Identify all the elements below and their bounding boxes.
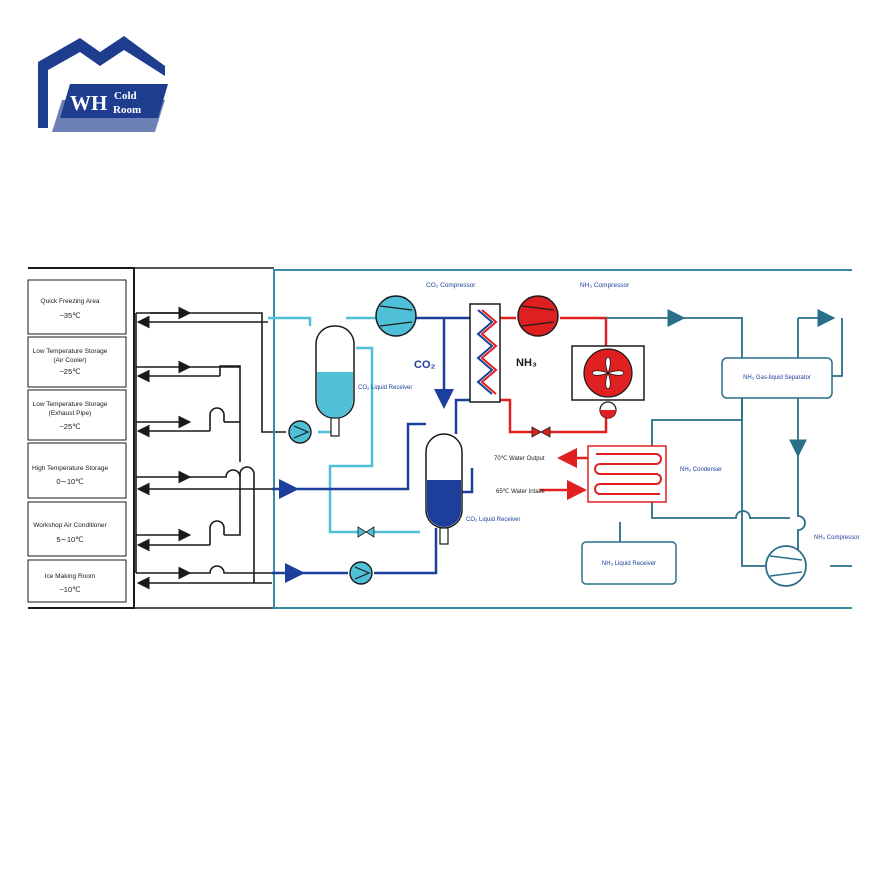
cascade-heat-exchanger <box>469 303 501 403</box>
nh3-compressor-top-label: NH₃ Compressor <box>580 282 630 289</box>
area-temp: 5∼10℃ <box>56 535 84 544</box>
fan-condenser-icon <box>571 345 645 419</box>
nh3-compressor-bottom <box>765 545 807 587</box>
area-temp: 0∼10℃ <box>56 477 84 486</box>
area-cell <box>27 501 127 557</box>
nh3-liquid-receiver-label: NH₃ Liquid Receiver <box>602 561 656 567</box>
co2-compressor <box>375 295 417 337</box>
co2-pump-lower <box>349 561 373 585</box>
nh3-teal-pipes <box>606 309 852 567</box>
area-cell <box>27 559 127 603</box>
logo: WH Cold Room <box>38 36 168 132</box>
area-cell <box>27 389 127 441</box>
area-name: Workshop Air Conditioner <box>33 522 107 529</box>
nh3-compressor-bottom-label: NH₃ Compressor <box>814 535 859 541</box>
area-cell <box>27 279 127 335</box>
logo-line1: Cold <box>114 90 137 102</box>
nh3-expansion-valve <box>531 426 551 438</box>
co2-liquid-receiver-label-2: CO₂ Liquid Receiver <box>466 517 520 523</box>
co2-pump-upper <box>288 420 312 444</box>
nh3-condenser-label: NH₃ Condenser <box>680 467 722 473</box>
area-name: Low Temperature Storage <box>33 401 108 408</box>
co2-liquid-receiver <box>425 433 463 545</box>
nh3-compressor-top <box>517 295 559 337</box>
area-name: Low Temperature Storage <box>33 348 108 355</box>
area-name: Quick Freezing Area <box>41 298 100 305</box>
co2-dark-pipes <box>272 316 474 583</box>
area-name: Ice Making Room <box>45 573 96 580</box>
nh3-liquid-receiver-box <box>581 541 677 585</box>
co2-expansion-valve <box>357 526 375 538</box>
area-temp: −35℃ <box>59 311 81 320</box>
nh3-label: NH₃ <box>516 357 537 369</box>
area-table: Quick Freezing Area −35℃ Low Temperature… <box>27 267 274 609</box>
area-name: High Temperature Storage <box>32 465 109 472</box>
logo-roof-icon <box>38 36 165 128</box>
area-temp: −25℃ <box>59 422 81 431</box>
distribution-pipes <box>135 306 286 590</box>
area-name-sub: (Exhaust Pipe) <box>49 410 92 417</box>
machine-room-frame <box>273 269 852 609</box>
area-name-sub: (Air Cooler) <box>53 357 86 364</box>
water-output-label: 70℃ Water Output <box>494 456 545 462</box>
co2-liquid-receiver-label-1: CO₂ Liquid Receiver <box>358 385 412 391</box>
nh3-separator-box <box>721 357 833 399</box>
nh3-separator-label: NH₃ Gas-liquid Separator <box>743 375 811 381</box>
logo-line2: Room <box>113 104 141 116</box>
area-temp: −10℃ <box>59 585 81 594</box>
co2-label: CO₂ <box>414 359 436 371</box>
area-cell <box>27 336 127 388</box>
nh3-condenser <box>587 445 667 503</box>
water-intake-label: 65℃ Water Intake <box>496 489 546 495</box>
co2-separator-vessel <box>315 325 355 437</box>
logo-banner <box>60 84 168 118</box>
area-cell <box>27 442 127 499</box>
co2-compressor-label: CO₂ Compressor <box>426 282 476 289</box>
area-temp: −25℃ <box>59 367 81 376</box>
logo-mark: WH <box>70 91 107 115</box>
